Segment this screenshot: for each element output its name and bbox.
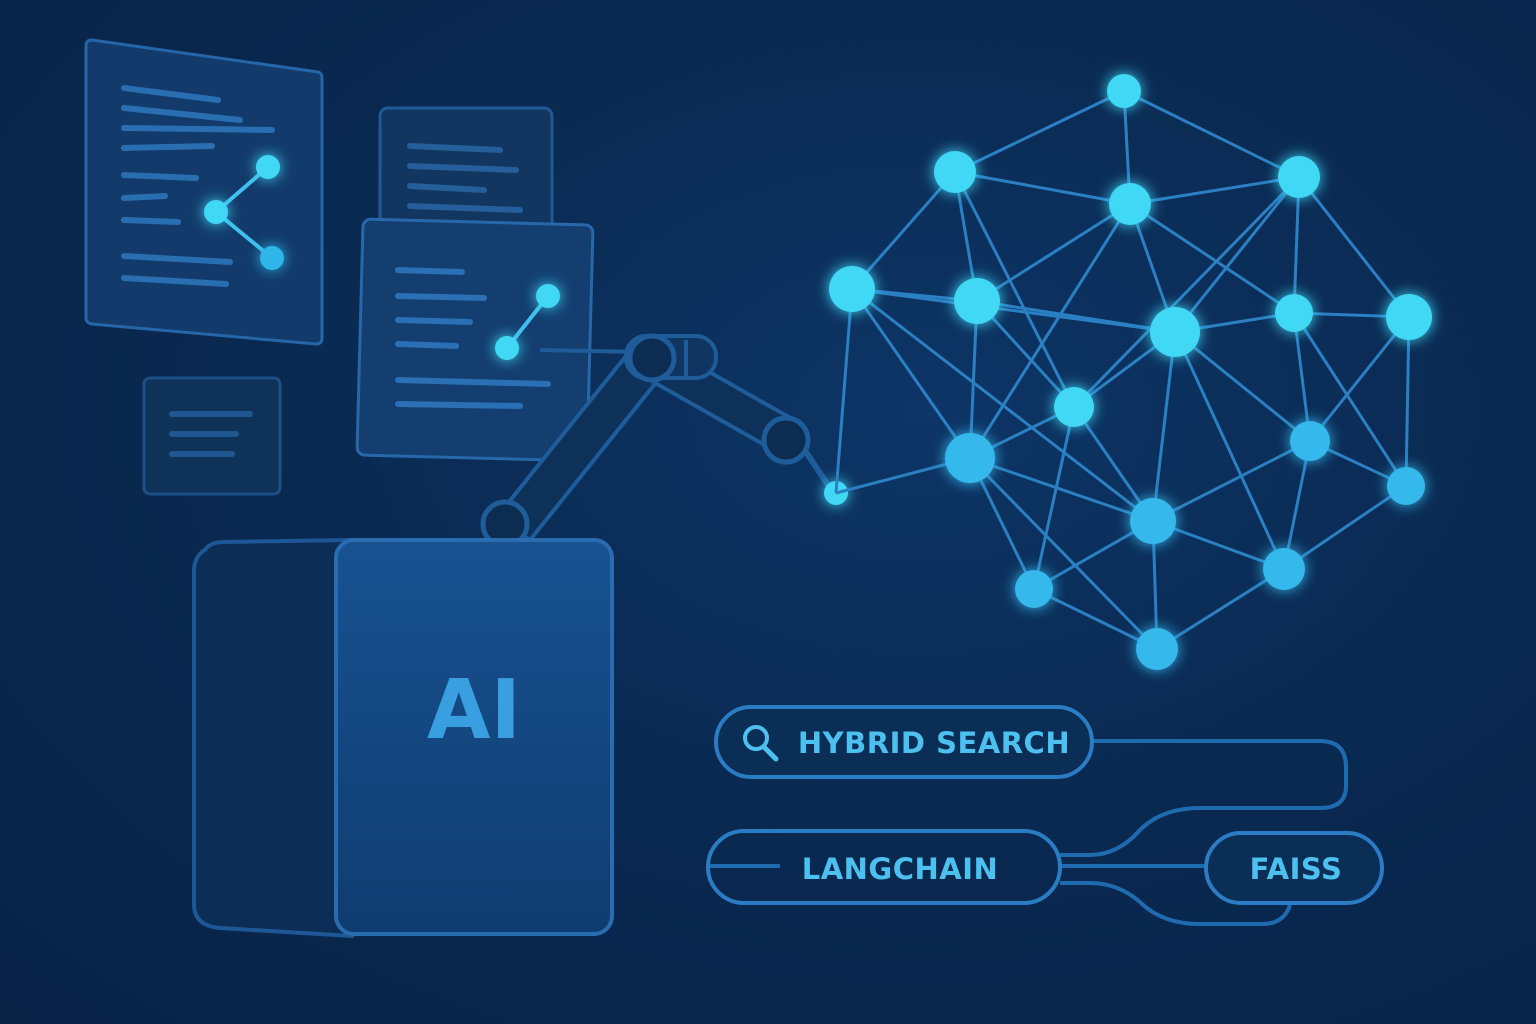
network-edge [975, 299, 1076, 409]
network-node [1130, 498, 1176, 544]
network-edge [1404, 316, 1411, 487]
network-edge [1072, 175, 1301, 409]
network-edge [1151, 331, 1177, 522]
network-node [1278, 156, 1320, 198]
network-edge [969, 456, 1154, 523]
network-edge [968, 456, 1159, 651]
network-edge [1129, 175, 1300, 206]
robotic-arm [480, 333, 848, 549]
search-icon [743, 725, 779, 762]
network-node [1275, 294, 1313, 332]
faiss-tag[interactable]: FAISS [1204, 831, 1384, 905]
document-panel-3 [142, 376, 282, 496]
network-edge [850, 288, 972, 459]
network-node [1263, 548, 1305, 590]
tag-connectors [708, 739, 1348, 926]
network-node [829, 266, 875, 312]
network-node [1054, 387, 1094, 427]
network-edge [953, 171, 1076, 408]
network-edge [1282, 440, 1312, 570]
network-edge [1123, 89, 1300, 179]
network-edge [1033, 587, 1158, 651]
network-node [1109, 183, 1151, 225]
hybrid-search-tag[interactable]: HYBRID SEARCH [714, 705, 1094, 779]
network-edge [1173, 176, 1301, 333]
network-node [1107, 74, 1141, 108]
network-edge [834, 288, 854, 494]
network-edge [976, 299, 1176, 334]
hybrid-search-label: HYBRID SEARCH [798, 726, 1070, 760]
graph-icon [495, 284, 560, 360]
document-panel-1 [84, 38, 324, 346]
langchain-tag[interactable]: LANGCHAIN [706, 829, 1062, 905]
network-edge [1072, 406, 1155, 522]
langchain-label: LANGCHAIN [802, 852, 999, 886]
network-graph [829, 74, 1432, 670]
ai-label: AI [427, 663, 521, 758]
network-node [1386, 294, 1432, 340]
ai-cube: AI [192, 537, 614, 939]
network-edge [954, 89, 1125, 174]
network-edge [851, 287, 1154, 523]
document-panel-2 [378, 106, 554, 234]
network-node [934, 151, 976, 193]
network-node [945, 433, 995, 483]
network-edge [954, 170, 1131, 206]
network-node [1387, 467, 1425, 505]
network-edge [1174, 330, 1311, 443]
network-edge [1292, 176, 1301, 314]
network-node [1290, 421, 1330, 461]
network-edge [1173, 331, 1286, 570]
network-edge [968, 300, 979, 459]
network-edge [1152, 519, 1285, 571]
network-node [1015, 570, 1053, 608]
document-panel-4 [355, 217, 595, 463]
network-node [954, 278, 1000, 324]
network-edge [1129, 202, 1295, 315]
network-edge [1308, 316, 1411, 442]
network-edge [968, 203, 1132, 459]
network-edge [850, 171, 957, 290]
share-icon [204, 155, 284, 270]
network-edge [1292, 312, 1408, 487]
network-edge [1032, 406, 1076, 590]
faiss-label: FAISS [1250, 852, 1343, 886]
network-edge [976, 202, 1131, 303]
network-node [1136, 628, 1178, 670]
network-edge [1283, 484, 1407, 571]
network-edge [1292, 312, 1312, 442]
network-node [1150, 307, 1200, 357]
network-edge [1156, 567, 1285, 651]
network-edge [1297, 176, 1411, 318]
network-edge [1152, 439, 1311, 523]
